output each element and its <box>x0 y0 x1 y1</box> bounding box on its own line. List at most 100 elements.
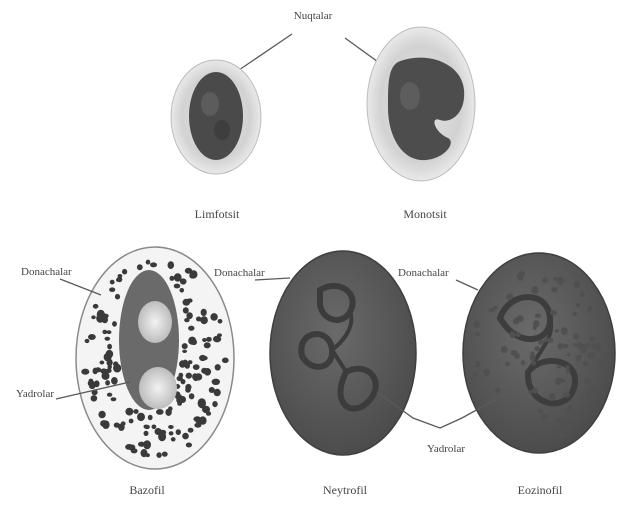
granule <box>98 411 105 419</box>
granule <box>185 362 190 368</box>
granule <box>174 284 181 289</box>
granule <box>144 425 150 429</box>
granule <box>162 452 168 457</box>
granule <box>585 378 592 384</box>
granule <box>91 315 95 319</box>
granule <box>155 428 162 435</box>
granule <box>193 364 200 370</box>
granule <box>146 260 151 265</box>
granule <box>118 424 125 431</box>
granule <box>152 425 157 430</box>
granule <box>493 306 497 310</box>
top-leader-left <box>236 34 292 72</box>
granule <box>557 277 564 285</box>
granule <box>102 420 109 429</box>
granule <box>182 343 188 349</box>
granule <box>105 380 110 385</box>
granule <box>557 365 562 368</box>
granule <box>534 346 540 351</box>
granule <box>576 357 580 361</box>
neutrophil-pointer-top: Donachalar <box>214 267 265 279</box>
granule <box>105 337 111 341</box>
eosinophil-caption: Eozinofil <box>518 483 563 497</box>
granule <box>501 346 508 353</box>
granule <box>102 316 108 323</box>
granule <box>214 389 221 397</box>
granule <box>521 360 525 365</box>
granule <box>564 392 571 397</box>
granule <box>112 321 117 327</box>
granule <box>213 336 221 343</box>
granule <box>580 291 585 297</box>
granule <box>156 409 164 415</box>
granule <box>495 388 500 394</box>
granule <box>538 339 544 345</box>
granule <box>111 397 117 401</box>
granule <box>143 440 151 449</box>
granule <box>178 373 183 378</box>
granule <box>590 386 596 391</box>
granule <box>118 274 123 278</box>
granule <box>100 368 107 373</box>
granule <box>186 373 192 379</box>
granule <box>186 443 192 448</box>
granule <box>165 409 171 416</box>
eosinophil-pointer-top: Donachalar <box>398 267 449 279</box>
granule <box>531 360 536 365</box>
granule <box>527 430 534 436</box>
granule <box>148 415 153 420</box>
granule <box>168 261 175 269</box>
granule <box>542 278 548 283</box>
granule <box>598 362 603 367</box>
granule <box>516 332 521 337</box>
granule <box>555 329 559 332</box>
granule <box>171 437 176 441</box>
granule <box>150 262 157 267</box>
granule <box>549 393 556 401</box>
granule <box>573 343 577 346</box>
granule <box>107 359 113 366</box>
lymphocyte-cell <box>171 60 261 174</box>
granule <box>185 387 191 393</box>
neutrophil-cell <box>270 251 416 455</box>
granule <box>475 361 481 368</box>
granule <box>573 333 579 339</box>
granule <box>168 425 174 429</box>
granule <box>91 395 98 401</box>
basophil-cell <box>76 247 234 469</box>
granule <box>88 334 96 340</box>
granule <box>206 337 212 342</box>
granule <box>115 294 120 300</box>
granule <box>100 361 105 365</box>
granule <box>133 409 138 414</box>
granule <box>188 337 196 345</box>
granule <box>85 339 90 343</box>
granule <box>222 358 229 364</box>
top-pointer-label: Nuqtalar <box>294 10 333 22</box>
granule <box>201 309 207 316</box>
granule <box>472 372 478 377</box>
granule <box>483 369 489 377</box>
granule <box>564 419 570 426</box>
granule <box>202 338 207 342</box>
granule <box>541 414 548 419</box>
granule <box>587 309 591 313</box>
granule <box>576 303 580 308</box>
granule <box>109 287 115 292</box>
granule <box>125 408 133 416</box>
granule <box>509 331 515 338</box>
granule <box>106 350 114 358</box>
granule <box>210 313 217 321</box>
granule <box>538 409 543 414</box>
eosinophil-cell <box>463 253 615 453</box>
granule <box>567 353 571 356</box>
granule <box>204 342 211 348</box>
granule <box>556 433 562 439</box>
granule <box>181 379 186 384</box>
granule <box>215 364 221 370</box>
granule <box>111 377 118 385</box>
granule <box>561 327 568 335</box>
granule <box>196 317 201 322</box>
granule <box>218 319 223 324</box>
granule <box>517 274 521 278</box>
